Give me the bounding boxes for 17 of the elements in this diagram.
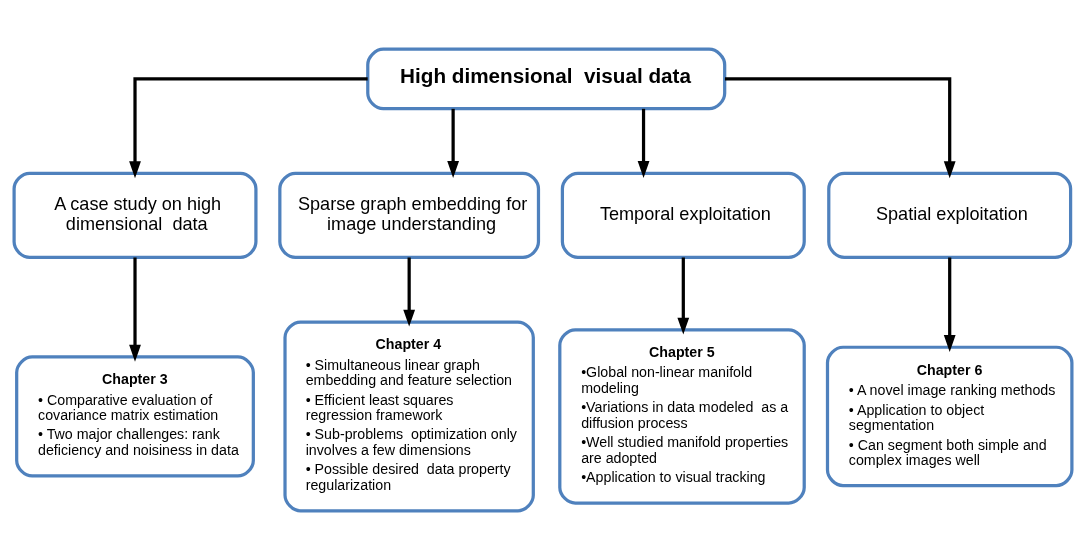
node-box: Chapter 5 •Global non-linear manifold modeling •Variations in data modeled as a diffusion process •Well studied manifold properties are adopted •Application to visual tracking	[558, 328, 806, 505]
node-box: Sparse graph embedding for image understanding	[278, 171, 541, 259]
arrow	[637, 108, 650, 178]
arrow	[447, 108, 460, 178]
node-box: Chapter 6 • A novel image ranking methods • Application to object segmentation • Can segment both simple and complex images well	[825, 345, 1074, 488]
arrow	[403, 257, 416, 327]
arrow	[129, 257, 141, 362]
arrow	[943, 257, 956, 352]
node-box: A case study on high dimensional data	[12, 171, 258, 259]
arrow	[129, 77, 368, 179]
node-box: Spatial exploitation	[827, 171, 1073, 259]
node-box: Chapter 3 • Comparative evaluation of covariance matrix estimation • Two major challenges: rank deficiency and noisiness in data	[15, 355, 255, 478]
node-box: High dimensional visual data	[366, 47, 727, 111]
arrow	[677, 257, 690, 335]
node-box: Chapter 4 • Simultaneous linear graph embedding and feature selection • Efficient least squares regression framework • Sub-problems optimization only involves a few dimensions • Possible desired data property regularization	[283, 320, 535, 513]
arrow	[724, 77, 956, 179]
node-box: Temporal exploitation	[560, 171, 806, 259]
